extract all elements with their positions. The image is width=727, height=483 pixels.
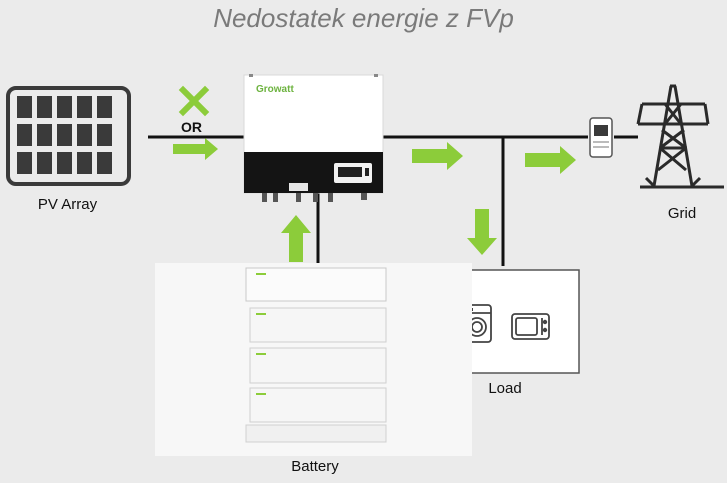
arrow-up-inverter	[281, 215, 311, 262]
pv-array-label: PV Array	[37, 196, 98, 213]
solar-panel-icon	[6, 86, 131, 186]
transmission-tower-icon	[636, 84, 724, 189]
inverter-warning-label	[289, 183, 308, 191]
cross-mark-icon	[178, 85, 210, 117]
battery	[245, 267, 387, 443]
arrow-inverter-right	[412, 142, 463, 170]
battery-label: Battery	[291, 458, 339, 475]
inverter	[243, 74, 384, 202]
arrow-grid-right	[525, 146, 576, 174]
or-label: OR	[181, 119, 202, 135]
wires	[148, 135, 638, 268]
inverter-brand-logo: Growatt	[256, 84, 294, 95]
diagram-title: Nedostatek energie z FVp	[213, 3, 514, 33]
arrow-pv-right	[173, 138, 218, 160]
grid-label: Grid	[667, 205, 697, 222]
load-label: Load	[488, 380, 522, 397]
green-arrows	[173, 138, 576, 262]
arrow-down-load	[467, 209, 497, 255]
energy-meter-icon	[589, 117, 613, 158]
microwave-icon	[511, 313, 550, 340]
